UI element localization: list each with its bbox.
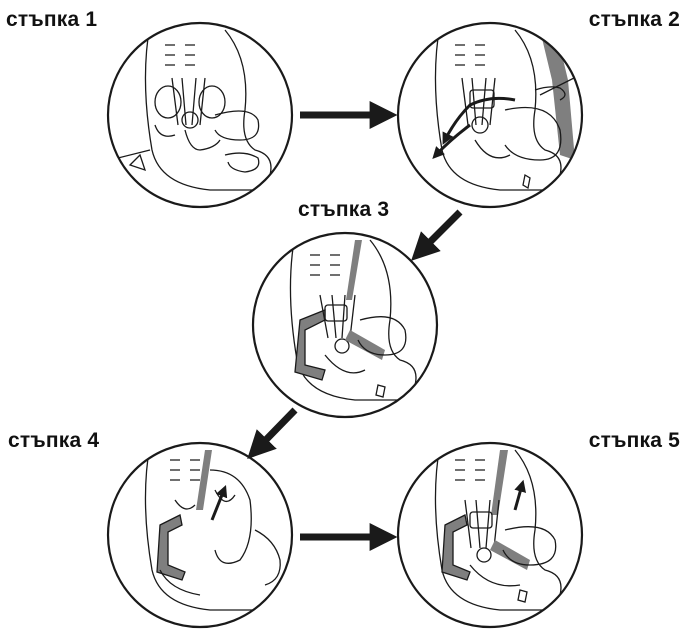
step-1-illustration — [106, 21, 294, 209]
arrow-step-3-to-4 — [247, 407, 298, 460]
flow-arrows — [247, 101, 463, 551]
step-4-illustration — [106, 441, 294, 629]
arrow-step-2-to-3 — [411, 209, 463, 261]
step-2-label: стъпка 2 — [588, 8, 680, 31]
step-3-label: стъпка 3 — [298, 198, 390, 221]
step-2-illustration — [396, 21, 584, 209]
step-5-illustration — [396, 441, 584, 629]
step-3-illustration — [251, 231, 439, 419]
step-4-label: стъпка 4 — [8, 429, 100, 452]
step-5-label: стъпка 5 — [588, 429, 680, 452]
step-1-label: стъпка 1 — [6, 8, 98, 31]
